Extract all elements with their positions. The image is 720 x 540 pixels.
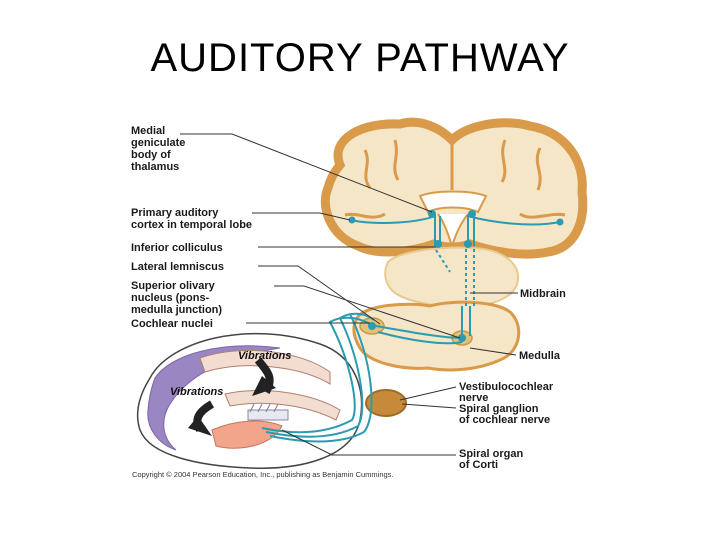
pathway-nuclei: [348, 210, 564, 342]
vibration-arrow-upper: [252, 376, 276, 396]
midbrain-section: [384, 246, 520, 308]
label-vibrations-lower: Vibrations: [170, 386, 223, 398]
page-title: AUDITORY PATHWAY: [150, 36, 570, 80]
cerebrum-section: [320, 117, 588, 259]
vibration-arrow-lower: [188, 416, 212, 436]
copyright-notice: Copyright © 2004 Pearson Education, Inc.…: [132, 470, 394, 479]
label-lateral-lemniscus: Lateral lemniscus: [131, 261, 224, 273]
label-primary-auditory-cortex: Primary auditory cortex in temporal lobe: [131, 207, 252, 231]
label-midbrain: Midbrain: [520, 288, 566, 300]
label-cochlear-nuclei: Cochlear nuclei: [131, 318, 213, 330]
label-medulla: Medulla: [519, 350, 561, 362]
label-vibrations-upper: Vibrations: [238, 350, 291, 362]
label-superior-olivary: Superior olivary nucleus (pons- medulla …: [131, 280, 222, 316]
spiral-ganglion: [365, 389, 407, 417]
label-spiral-ganglion: Spiral ganglion of cochlear nerve: [459, 403, 550, 426]
label-vestibulocochlear-nerve: Vestibulocochlear nerve: [459, 381, 556, 404]
label-medial-geniculate: Medial geniculate body of thalamus: [131, 125, 188, 173]
leader-lines: [180, 133, 518, 456]
label-inferior-colliculus: Inferior colliculus: [131, 242, 223, 254]
label-spiral-organ: Spiral organ of Corti: [459, 448, 526, 471]
